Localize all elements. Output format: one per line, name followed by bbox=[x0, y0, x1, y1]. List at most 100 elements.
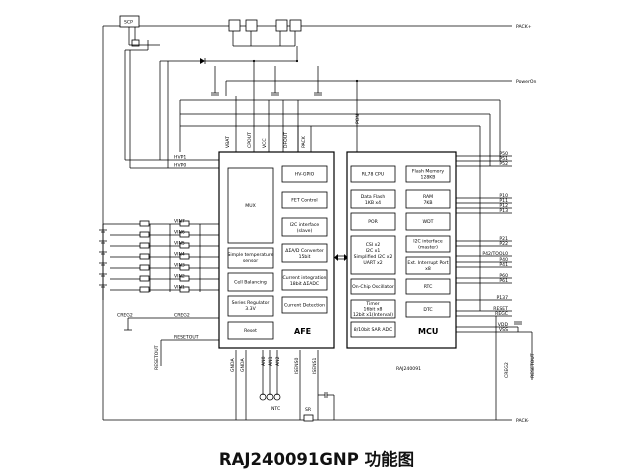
pin-vdd: VDD bbox=[498, 322, 509, 328]
regulator-block bbox=[227, 295, 274, 317]
csi-label-2: I2C x1 bbox=[366, 248, 381, 254]
pin-pon: PON bbox=[355, 114, 361, 124]
chip-name-label: RAJ240091 bbox=[396, 366, 421, 372]
rtc-block bbox=[405, 278, 451, 295]
ext-interrupt-block bbox=[405, 256, 451, 275]
ram-label-2: 7KB bbox=[423, 200, 432, 206]
current-detection-label: Current Detection bbox=[284, 303, 325, 309]
creg2-right-label: CREG2 bbox=[504, 362, 510, 378]
pin-isens0: ISENS0 bbox=[294, 357, 300, 374]
mux-block bbox=[227, 167, 274, 244]
dtc-label: DTC bbox=[423, 307, 432, 313]
i2c-slave-label-1: I2C interface bbox=[290, 222, 320, 228]
pin-resetout: RESETOUT bbox=[174, 335, 199, 341]
ntc-label: NTC bbox=[271, 406, 280, 412]
power-path bbox=[102, 15, 512, 421]
i2c-master-label-1: I2C interface bbox=[413, 239, 443, 245]
cpu-block bbox=[350, 165, 396, 183]
pin-pack: PACK bbox=[301, 135, 307, 148]
reset-block bbox=[227, 321, 274, 340]
csi-label-3: Simplified I2C x2 bbox=[354, 254, 393, 260]
csi-label-1: CSI x2 bbox=[366, 242, 381, 248]
pin-an1: AN1 bbox=[268, 356, 274, 366]
pin-hvp0: HVP0 bbox=[174, 163, 186, 169]
sr-label: SR bbox=[305, 407, 312, 413]
pin-p41: P41 bbox=[499, 262, 508, 268]
ext-interrupt-label-2: x8 bbox=[425, 266, 431, 272]
mcu-pin-lines bbox=[456, 114, 533, 420]
pin-vin1: VIN1 bbox=[174, 285, 185, 291]
i2c-slave-label-2: (slave) bbox=[297, 228, 313, 234]
resetout-left-label: RESETOUT bbox=[154, 345, 160, 370]
ram-block bbox=[405, 189, 451, 209]
current-detection-block bbox=[281, 296, 328, 314]
pin-vin2: VIN2 bbox=[174, 274, 185, 280]
pin-vcc: VCC bbox=[262, 138, 268, 148]
regulator-label-2: 3.3V bbox=[245, 306, 256, 312]
pin-p61: P61 bbox=[499, 278, 508, 284]
pin-vin6: VIN6 bbox=[174, 230, 185, 236]
current-integration-label-2: 18bit ΔΣADC bbox=[290, 281, 319, 287]
pin-p12: P12 bbox=[499, 203, 508, 209]
timer-label-1: Timer bbox=[365, 301, 379, 307]
pin-hvp1: HVP1 bbox=[174, 155, 186, 161]
csi-label-4: UART x2 bbox=[363, 260, 382, 266]
pack-minus-label: PACK- bbox=[516, 418, 529, 424]
pin-p60: P60 bbox=[499, 273, 508, 279]
pin-gnda-1: GNDA bbox=[230, 358, 236, 372]
csi-block bbox=[350, 235, 396, 275]
cell-balancing-label: Cell Balancing bbox=[234, 280, 267, 286]
afe-mcu-link bbox=[334, 254, 348, 261]
i2c-master-label-2: (master) bbox=[418, 245, 438, 251]
cell-connections bbox=[99, 159, 219, 366]
pin-reset: RESET bbox=[493, 306, 508, 312]
pin-p137: P137 bbox=[496, 295, 508, 301]
pin-gnda-2: GNDA bbox=[240, 358, 246, 372]
hvgpio-label: HV-GPIO bbox=[295, 172, 315, 178]
pin-vbat: VBAT bbox=[225, 136, 231, 148]
ram-label-1: RAM bbox=[423, 194, 433, 200]
mux-label: MUX bbox=[245, 203, 255, 209]
current-integration-block bbox=[281, 269, 328, 291]
cpu-label: RL78 CPU bbox=[362, 172, 384, 178]
pin-vin7: VIN7 bbox=[174, 219, 185, 225]
timer-label-3: 12bit x1(Interval) bbox=[353, 312, 393, 318]
pin-vss: VSS bbox=[499, 327, 508, 333]
regulator-label-1: Series Regulator bbox=[232, 300, 270, 306]
pin-creg2: CREG2 bbox=[174, 313, 190, 319]
oscillator-block bbox=[350, 278, 396, 295]
temp-label-1: Simple temperature bbox=[227, 252, 273, 258]
pin-vin4: VIN4 bbox=[174, 252, 185, 258]
mcu-title: MCU bbox=[418, 327, 438, 336]
temp-sensor-block bbox=[227, 247, 274, 269]
pin-p13: P13 bbox=[499, 208, 508, 214]
data-flash-block bbox=[350, 189, 396, 209]
pin-p11: P11 bbox=[499, 198, 508, 204]
pin-dfout: DFOUT bbox=[283, 132, 289, 148]
adc-label: 8/10bit SAR ADC bbox=[354, 327, 392, 333]
pin-an0: AN0 bbox=[261, 356, 267, 366]
oscillator-label: On-Chip Oscillator bbox=[352, 284, 394, 290]
reset-label: Reset bbox=[244, 328, 257, 334]
pin-isens1: ISENS1 bbox=[312, 357, 318, 374]
hvgpio-block bbox=[281, 165, 328, 183]
pack-plus-label: PACK+ bbox=[516, 24, 532, 30]
diagram-caption: RAJ240091GNP 功能图 bbox=[218, 450, 415, 469]
por-block bbox=[350, 212, 396, 231]
pin-p50: P50 bbox=[499, 151, 508, 157]
ext-interrupt-label-1: Ext. Interrupt Port bbox=[407, 260, 448, 266]
pin-vin5: VIN5 bbox=[174, 241, 185, 247]
resetout-right-label: RESETOUT bbox=[530, 353, 536, 378]
wdt-label: WDT bbox=[423, 219, 434, 225]
pin-p42-tool0: P42/TOOL0 bbox=[482, 251, 508, 257]
pin-p21: P21 bbox=[499, 236, 508, 242]
pin-p51: P51 bbox=[499, 156, 508, 162]
flash-block bbox=[405, 165, 451, 183]
creg2-left-label: CREG2 bbox=[117, 313, 133, 319]
adc-block bbox=[350, 321, 396, 338]
power-on-label: PowerOn bbox=[516, 79, 537, 85]
por-label: POR bbox=[368, 219, 378, 225]
pin-p52: P52 bbox=[499, 161, 508, 167]
flash-label-1: Flash Memory bbox=[412, 169, 444, 175]
pin-p10: P10 bbox=[499, 193, 508, 199]
